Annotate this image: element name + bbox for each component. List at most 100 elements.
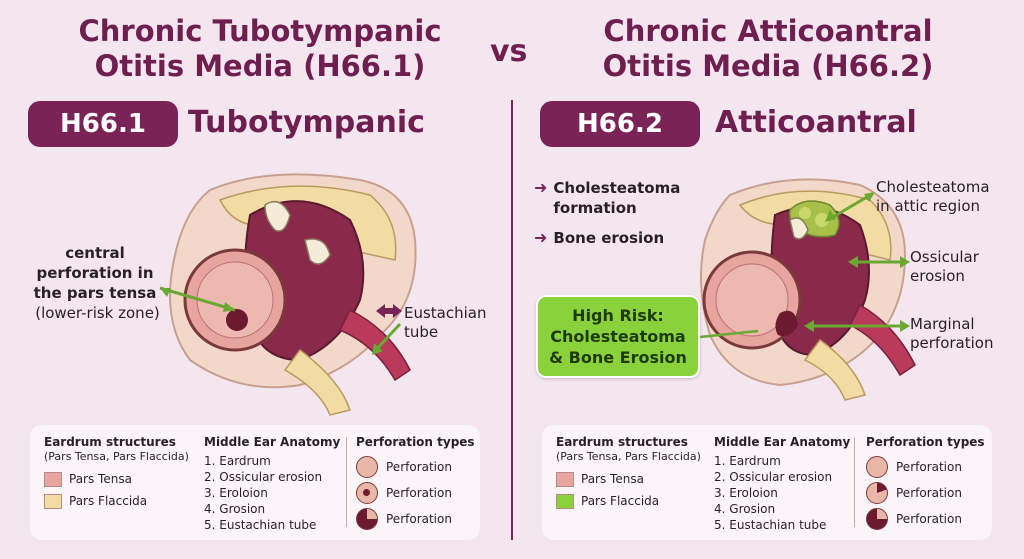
middle-ear-anatomy-section: Middle Ear Anatomy 1. Eardrum 2. Ossicul… <box>714 435 854 533</box>
anatomy-item: 3. Eroloion <box>204 486 268 500</box>
left-title-line2: Otitis Media (H66.1) <box>94 49 426 83</box>
right-title: Chronic Atticoantral Otitis Media (H66.2… <box>548 14 988 84</box>
pars-flaccida-label: Pars Flaccida <box>581 494 660 508</box>
arrow-right-icon: ➜ <box>534 228 548 247</box>
badge-line2: Cholesteatoma <box>550 327 686 346</box>
pars-flaccida-swatch <box>556 493 574 509</box>
pars-flaccida-label: Pars Flaccida <box>69 494 148 508</box>
perf-label: Perforation <box>896 486 962 500</box>
eustachian-line2: tube <box>404 323 439 341</box>
middle-ear-anatomy-section: Middle Ear Anatomy 1. Eardrum 2. Ossicul… <box>204 435 344 533</box>
perf-title: Perforation types <box>356 435 475 449</box>
left-label-line3: the pars tensa <box>33 284 157 302</box>
perforation-large-icon <box>356 508 378 530</box>
badge-connector <box>700 329 759 339</box>
left-label-line1: central <box>65 244 125 262</box>
arrow-right-icon: ➜ <box>534 178 548 197</box>
swatch-pars-flaccida: Pars Flaccida <box>556 490 706 512</box>
swatch-pars-flaccida: Pars Flaccida <box>44 490 194 512</box>
eardrum-structures-section: Eardrum structures (Pars Tensa, Pars Fla… <box>44 435 194 512</box>
marginal-line1: Marginal <box>910 315 975 333</box>
right-title-line2: Otitis Media (H66.2) <box>602 49 934 83</box>
vs-label: vs <box>490 34 528 69</box>
anatomy-item: 1. Eardrum <box>714 454 781 468</box>
marginal-line2: perforation <box>910 334 994 352</box>
marginal-arrow <box>804 320 910 332</box>
left-ear-illustration <box>169 173 417 416</box>
attic-arrow <box>825 192 875 222</box>
left-legend-panel: Eardrum structures (Pars Tensa, Pars Fla… <box>30 425 480 540</box>
bullet-bone-erosion: ➜ Bone erosion <box>534 228 664 248</box>
right-ear-illustration <box>700 178 916 401</box>
panel-divider <box>854 437 855 527</box>
attic-line1: Cholesteatoma <box>876 178 990 196</box>
eardrum-title: Eardrum structures <box>556 435 688 449</box>
ossicular-line1: Ossicular <box>910 248 979 266</box>
left-title-line1: Chronic Tubotympanic <box>78 14 442 48</box>
pars-flaccida-swatch <box>44 493 62 509</box>
ossicular-label: Ossicular erosion <box>910 248 979 286</box>
anatomy-item: 2. Ossicular erosion <box>204 470 323 484</box>
high-risk-badge: High Risk: Cholesteatoma & Bone Erosion <box>536 295 700 378</box>
eustachian-line1: Eustachian <box>404 304 487 322</box>
anatomy-item: 1. Eardrum <box>204 454 271 468</box>
left-perforation-label: central perforation in the pars tensa <box>30 243 160 303</box>
marginal-label: Marginal perforation <box>910 315 993 353</box>
panel-divider <box>346 437 347 527</box>
perf-row: Perforation <box>866 454 986 480</box>
bullet2-line1: Bone erosion <box>553 229 665 247</box>
left-label-line2: perforation in <box>36 264 154 282</box>
ossicular-line2: erosion <box>910 267 965 285</box>
anatomy-title: Middle Ear Anatomy <box>714 435 851 449</box>
bullet-cholesteatoma: ➜ Cholesteatoma formation <box>534 178 680 218</box>
perf-row: Perforation <box>866 506 986 532</box>
anatomy-item: 4. Grosion <box>204 502 266 516</box>
anatomy-item: 5. Eustachian tube <box>204 518 317 532</box>
eardrum-subtitle: (Pars Tensa, Pars Flaccida) <box>44 450 189 463</box>
center-divider <box>511 100 513 540</box>
pars-tensa-label: Pars Tensa <box>581 472 644 486</box>
perf-label: Perforation <box>386 512 452 526</box>
pars-tensa-label: Pars Tensa <box>69 472 132 486</box>
pars-tensa-swatch <box>556 471 574 487</box>
right-legend-panel: Eardrum structures (Pars Tensa, Pars Fla… <box>542 425 992 540</box>
eustachian-arrow <box>372 322 402 355</box>
left-code-pill: H66.1 <box>28 101 178 147</box>
left-perforation-arrow <box>159 286 236 312</box>
left-risk-note: (lower-risk zone) <box>35 304 160 322</box>
right-code-pill: H66.2 <box>540 101 700 147</box>
swatch-pars-tensa: Pars Tensa <box>556 468 706 490</box>
perf-row: Perforation <box>866 480 986 506</box>
perforation-types-section: Perforation types Perforation Perforatio… <box>866 435 986 532</box>
perforation-marginal-icon <box>866 482 888 504</box>
badge-line1: High Risk: <box>572 306 664 325</box>
left-title: Chronic Tubotympanic Otitis Media (H66.1… <box>40 14 480 84</box>
perforation-none-icon <box>866 456 888 478</box>
anatomy-title: Middle Ear Anatomy <box>204 435 341 449</box>
pars-tensa-swatch <box>44 471 62 487</box>
eardrum-title: Eardrum structures <box>44 435 176 449</box>
perf-label: Perforation <box>386 460 452 474</box>
perforation-types-section: Perforation types Perforation Perforatio… <box>356 435 476 532</box>
perforation-none-icon <box>356 456 378 478</box>
ossicular-arrow <box>848 256 910 268</box>
eustachian-double-arrow-icon <box>376 304 402 318</box>
perf-row: Perforation <box>356 480 476 506</box>
right-title-line1: Chronic Atticoantral <box>603 14 933 48</box>
perf-row: Perforation <box>356 454 476 480</box>
eardrum-structures-section: Eardrum structures (Pars Tensa, Pars Fla… <box>556 435 706 512</box>
bullet1-line2: formation <box>553 199 637 217</box>
swatch-pars-tensa: Pars Tensa <box>44 468 194 490</box>
eardrum-subtitle: (Pars Tensa, Pars Flaccida) <box>556 450 701 463</box>
perforation-large-icon <box>866 508 888 530</box>
perf-label: Perforation <box>896 512 962 526</box>
anatomy-item: 2. Ossicular erosion <box>714 470 833 484</box>
perf-row: Perforation <box>356 506 476 532</box>
perf-title: Perforation types <box>866 435 985 449</box>
attic-line2: in attic region <box>876 197 981 215</box>
badge-line3: & Bone Erosion <box>549 348 687 367</box>
anatomy-item: 5. Eustachian tube <box>714 518 827 532</box>
attic-label: Cholesteatoma in attic region <box>876 178 990 216</box>
anatomy-item: 4. Grosion <box>714 502 776 516</box>
right-subtitle: Atticoantral <box>715 105 917 140</box>
